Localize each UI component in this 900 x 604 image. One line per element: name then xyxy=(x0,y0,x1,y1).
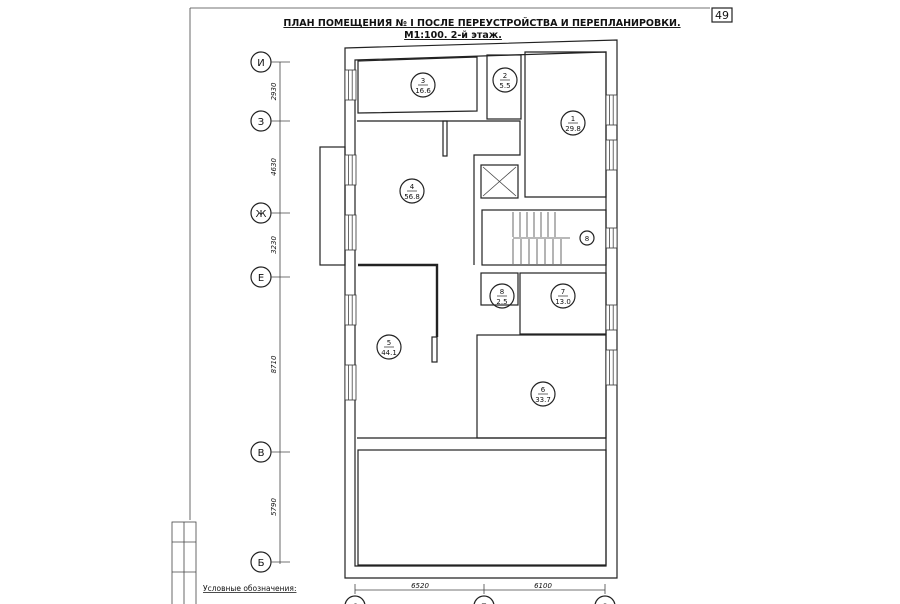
wc xyxy=(480,272,519,306)
dimension-label: 6520 xyxy=(411,582,429,590)
room-walls xyxy=(357,51,607,566)
axis-bubble: 8 xyxy=(594,584,616,604)
room-label: 544.1 xyxy=(376,334,402,360)
sheet-title: ПЛАН ПОМЕЩЕНИЯ № I ПОСЛЕ ПЕРЕУСТРОЙСТВА … xyxy=(283,17,680,29)
dimension-label: 4630 xyxy=(270,158,278,176)
axis-bubble: 7 xyxy=(473,584,495,604)
window xyxy=(344,69,357,101)
axis-label: Ж xyxy=(256,209,267,220)
dimension-label: 5790 xyxy=(270,498,278,516)
dimension-label: 8710 xyxy=(270,355,278,373)
window xyxy=(605,349,618,386)
windows xyxy=(344,69,618,401)
axis-bubble: В xyxy=(250,441,290,463)
dimension-label: 2930 xyxy=(270,82,278,100)
sheet-subtitle: М1:100. 2-й этаж. xyxy=(404,30,502,41)
axis-bubble: И xyxy=(250,51,290,73)
room-number: 4 xyxy=(410,183,415,191)
legend-title: Условные обозначения: xyxy=(203,584,296,593)
room-number: 2 xyxy=(503,72,507,80)
room-area: 33.7 xyxy=(535,396,551,404)
stair-mark-circle xyxy=(579,230,595,246)
room-area: 44.1 xyxy=(381,349,397,357)
room-label: 456.8 xyxy=(399,178,425,204)
room-label: 25.5 xyxy=(492,67,518,93)
window xyxy=(344,214,357,251)
axis-bubble: Б xyxy=(250,551,290,573)
dimension-label: 3230 xyxy=(270,236,278,254)
stamp-table xyxy=(171,521,197,604)
page-number: 49 xyxy=(715,9,729,22)
room-label: 713.0 xyxy=(550,283,576,309)
axis-label: И xyxy=(257,58,264,69)
window xyxy=(605,94,618,126)
axis-bubble: Е xyxy=(250,266,290,288)
room-label: 129.8 xyxy=(560,110,586,136)
axis-label: Б xyxy=(258,558,265,569)
room-number: 3 xyxy=(421,77,425,85)
room-area: 13.0 xyxy=(555,298,571,306)
page-number-box xyxy=(711,7,733,23)
room-area: 2.5 xyxy=(496,298,507,306)
room-number: 7 xyxy=(561,288,565,296)
elevator-shaft xyxy=(480,164,519,199)
axis-label: В xyxy=(258,448,265,459)
room-area: 29.8 xyxy=(565,125,581,133)
window xyxy=(605,139,618,171)
window xyxy=(344,294,357,326)
axis-bubble: 6 xyxy=(344,584,366,604)
axis-label: З xyxy=(258,117,264,128)
window xyxy=(605,304,618,331)
window xyxy=(344,364,357,401)
room-number: 6 xyxy=(541,386,546,394)
room-label: 316.6 xyxy=(410,72,436,98)
room-area: 5.5 xyxy=(499,82,510,90)
room-area: 16.6 xyxy=(415,87,431,95)
axis-label: Е xyxy=(258,273,264,284)
window xyxy=(605,227,618,249)
stair-treads xyxy=(512,212,570,264)
room-area: 56.8 xyxy=(404,193,420,201)
window xyxy=(344,154,357,186)
room-label: 82.5 xyxy=(489,283,515,309)
room-number: 1 xyxy=(571,115,575,123)
axis-bubble: Ж xyxy=(250,202,290,224)
axis-bubble: З xyxy=(250,110,290,132)
dimension-label: 6100 xyxy=(534,582,552,590)
stair-mark: 8 xyxy=(585,235,589,243)
room-number: 8 xyxy=(500,288,504,296)
room-number: 5 xyxy=(387,339,391,347)
balcony xyxy=(319,146,346,266)
room-label: 633.7 xyxy=(530,381,556,407)
